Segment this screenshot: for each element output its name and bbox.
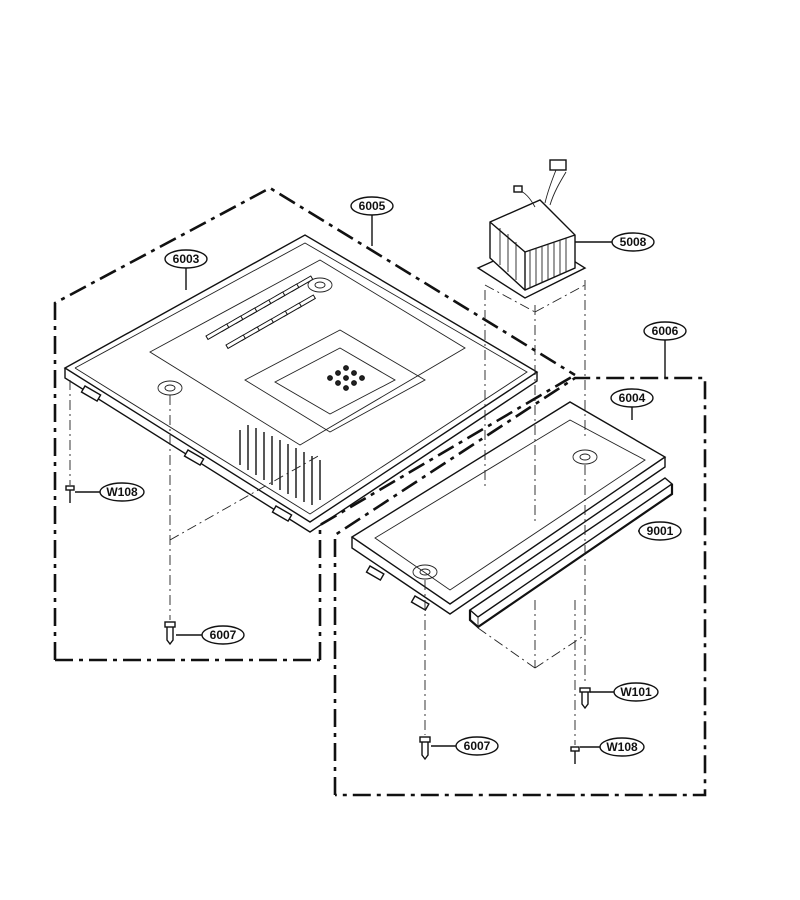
screw-6007-right bbox=[419, 736, 431, 761]
label-5008: 5008 bbox=[620, 235, 647, 249]
label-w101: W101 bbox=[620, 685, 652, 699]
screw-w101 bbox=[579, 687, 591, 710]
label-6007-left: 6007 bbox=[210, 628, 237, 642]
callout-6004: 6004 bbox=[610, 388, 654, 408]
screw-6007-left bbox=[164, 621, 176, 646]
label-6007-right: 6007 bbox=[464, 739, 491, 753]
callout-w101: W101 bbox=[613, 682, 659, 702]
transformer-fins bbox=[499, 228, 567, 288]
label-w108-right: W108 bbox=[606, 740, 638, 754]
callout-w108-right: W108 bbox=[599, 737, 645, 757]
group-boundary-6005 bbox=[53, 186, 576, 662]
seal-strip-9001 bbox=[468, 477, 674, 629]
base-plate-6003 bbox=[63, 234, 539, 533]
front-louvers bbox=[239, 425, 321, 505]
callout-9001: 9001 bbox=[638, 521, 682, 541]
label-9001: 9001 bbox=[647, 524, 674, 538]
cover-plate-6004 bbox=[350, 401, 667, 615]
callout-6007-left: 6007 bbox=[201, 625, 245, 645]
screw-w108-right bbox=[570, 746, 580, 764]
vent-slots bbox=[205, 275, 317, 350]
callout-6007-right: 6007 bbox=[455, 736, 499, 756]
hole-grid bbox=[327, 365, 365, 391]
label-6005: 6005 bbox=[359, 199, 386, 213]
transformer-5008 bbox=[476, 159, 587, 299]
callout-5008: 5008 bbox=[611, 232, 655, 252]
callout-6006: 6006 bbox=[643, 321, 687, 341]
label-w108-left: W108 bbox=[106, 485, 138, 499]
label-6006: 6006 bbox=[652, 324, 679, 338]
screw-w108-left bbox=[65, 485, 75, 503]
group-boundary-6006 bbox=[333, 376, 707, 797]
leader-lines bbox=[69, 280, 586, 745]
callout-w108-left: W108 bbox=[99, 482, 145, 502]
callout-6005: 6005 bbox=[350, 196, 394, 216]
callout-6003: 6003 bbox=[164, 249, 208, 269]
label-6003: 6003 bbox=[173, 252, 200, 266]
label-6004: 6004 bbox=[619, 391, 646, 405]
